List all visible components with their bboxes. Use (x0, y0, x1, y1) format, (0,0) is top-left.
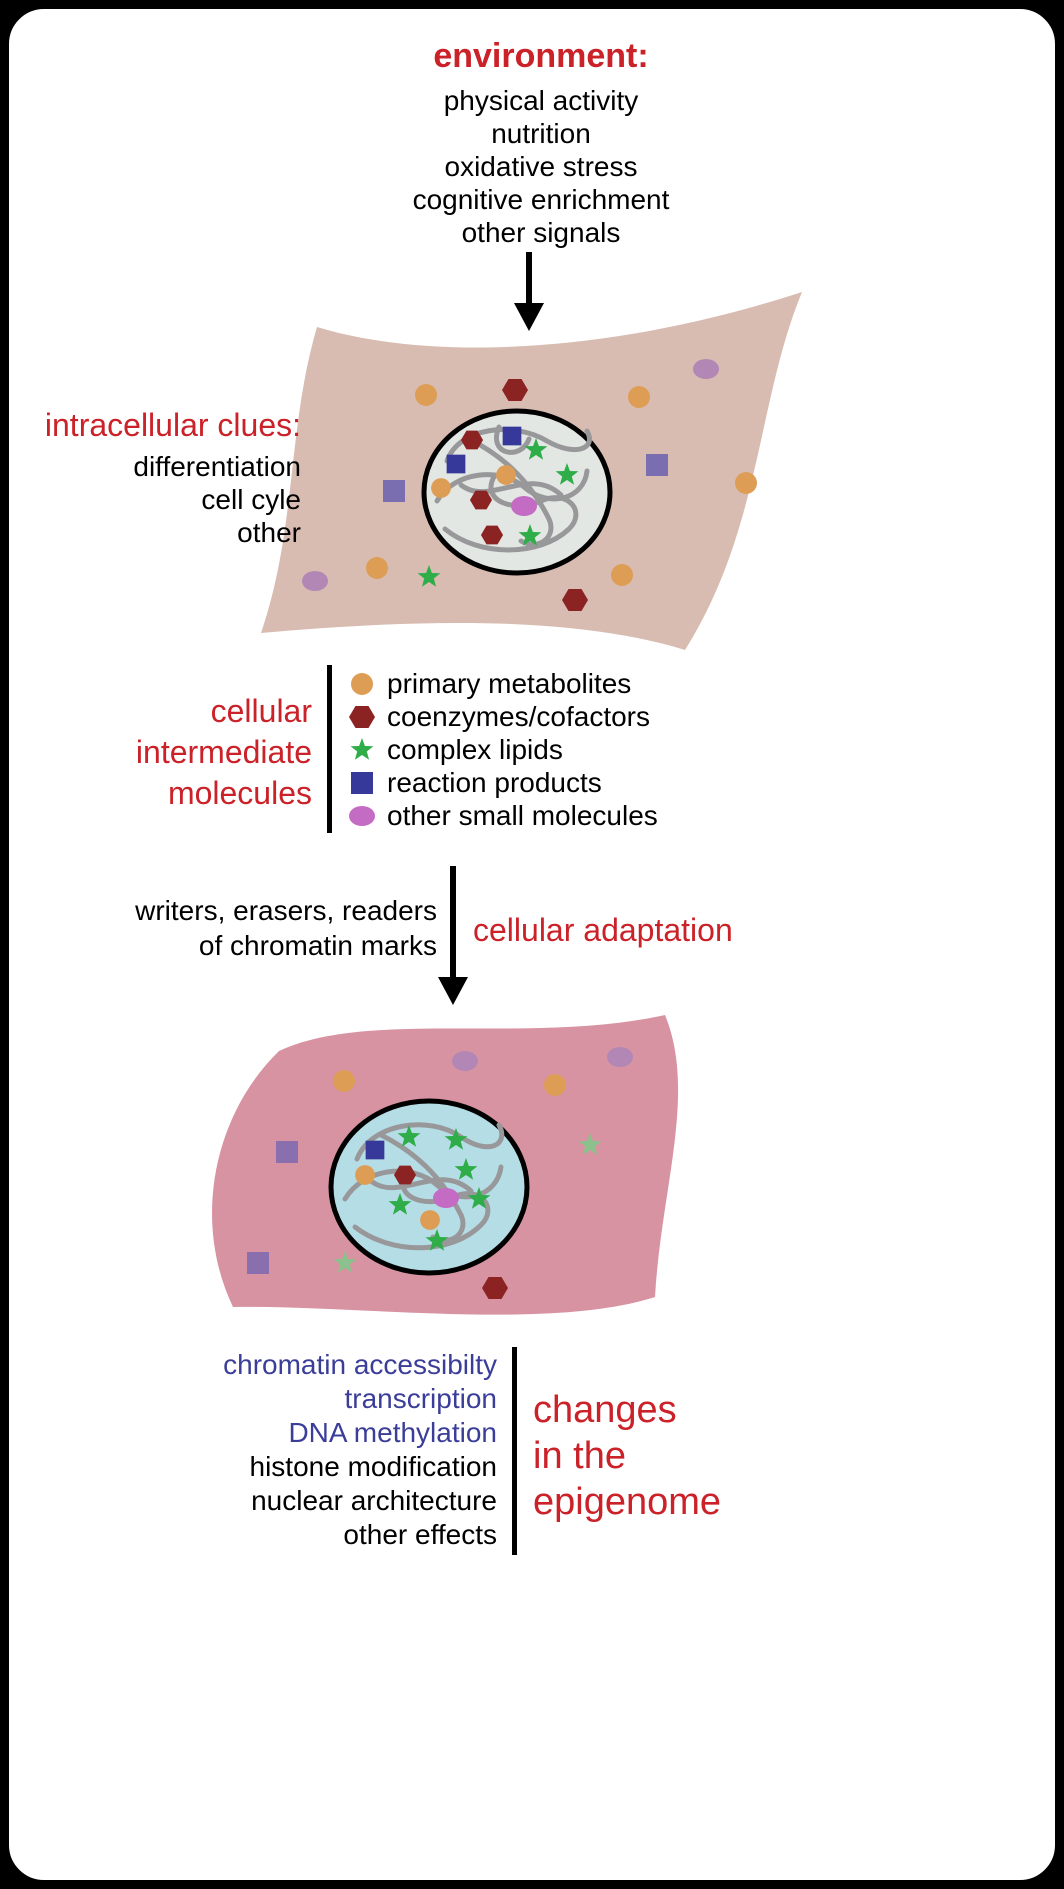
cell-top (261, 292, 802, 650)
intracellular-block: intracellular clues: differentiation cel… (21, 407, 301, 549)
legend-label: reaction products (387, 766, 602, 798)
legend-item: complex lipids (349, 733, 658, 766)
legend-item: coenzymes/cofactors (349, 700, 658, 733)
legend-label: other small molecules (387, 799, 658, 831)
environment-item: other signals (461, 217, 621, 248)
environment-title: environment: (433, 37, 649, 75)
intracellular-item: other (237, 517, 301, 548)
legend-item: primary metabolites (349, 667, 658, 700)
arrow-environment-to-cell (514, 252, 544, 331)
environment-item: oxidative stress (444, 151, 638, 182)
cell-bottom (212, 1015, 679, 1315)
legend-divider (327, 665, 332, 833)
legend-title: cellular intermediate molecules (135, 693, 312, 811)
epigenome-item: DNA methylation (288, 1417, 497, 1448)
environment-item: cognitive enrichment (412, 184, 670, 215)
legend-label: complex lipids (387, 733, 563, 765)
epigenome-item: other effects (343, 1519, 497, 1550)
epigenome-title: changes in the epigenome (533, 1389, 722, 1523)
ellipse-icon (349, 805, 375, 826)
epigenome-item: nuclear architecture (251, 1485, 497, 1516)
cells-illustration (212, 252, 802, 1315)
legend-items: primary metabolites coenzymes/cofactors … (349, 667, 658, 832)
environment-item: nutrition (491, 118, 591, 149)
epigenome-item: transcription (344, 1383, 497, 1414)
epigenome-divider (512, 1347, 517, 1555)
chromatin-writers-label: writers, erasers, readers of chromatin m… (135, 895, 437, 961)
hexagon-icon (349, 705, 375, 728)
star-icon (350, 737, 374, 760)
epigenome-effects: chromatin accessibilty transcription DNA… (127, 1348, 497, 1552)
legend-item: reaction products (349, 766, 658, 799)
square-icon (351, 771, 373, 794)
legend-item: other small molecules (349, 799, 658, 832)
environment-block: environment: physical activity nutrition… (291, 37, 791, 249)
environment-item: physical activity (443, 85, 639, 116)
legend-label: primary metabolites (387, 667, 632, 699)
intracellular-item: cell cyle (201, 484, 301, 515)
cell-top-chromatin (434, 424, 592, 553)
arrow-adaptation (438, 866, 468, 1005)
epigenome-item: histone modification (249, 1451, 497, 1482)
epigenome-item: chromatin accessibilty (223, 1349, 497, 1380)
intracellular-title: intracellular clues: (44, 407, 301, 443)
cellular-adaptation-label: cellular adaptation (473, 912, 733, 948)
circle-icon (351, 672, 373, 695)
intracellular-item: differentiation (133, 451, 301, 482)
legend-label: coenzymes/cofactors (387, 700, 650, 732)
